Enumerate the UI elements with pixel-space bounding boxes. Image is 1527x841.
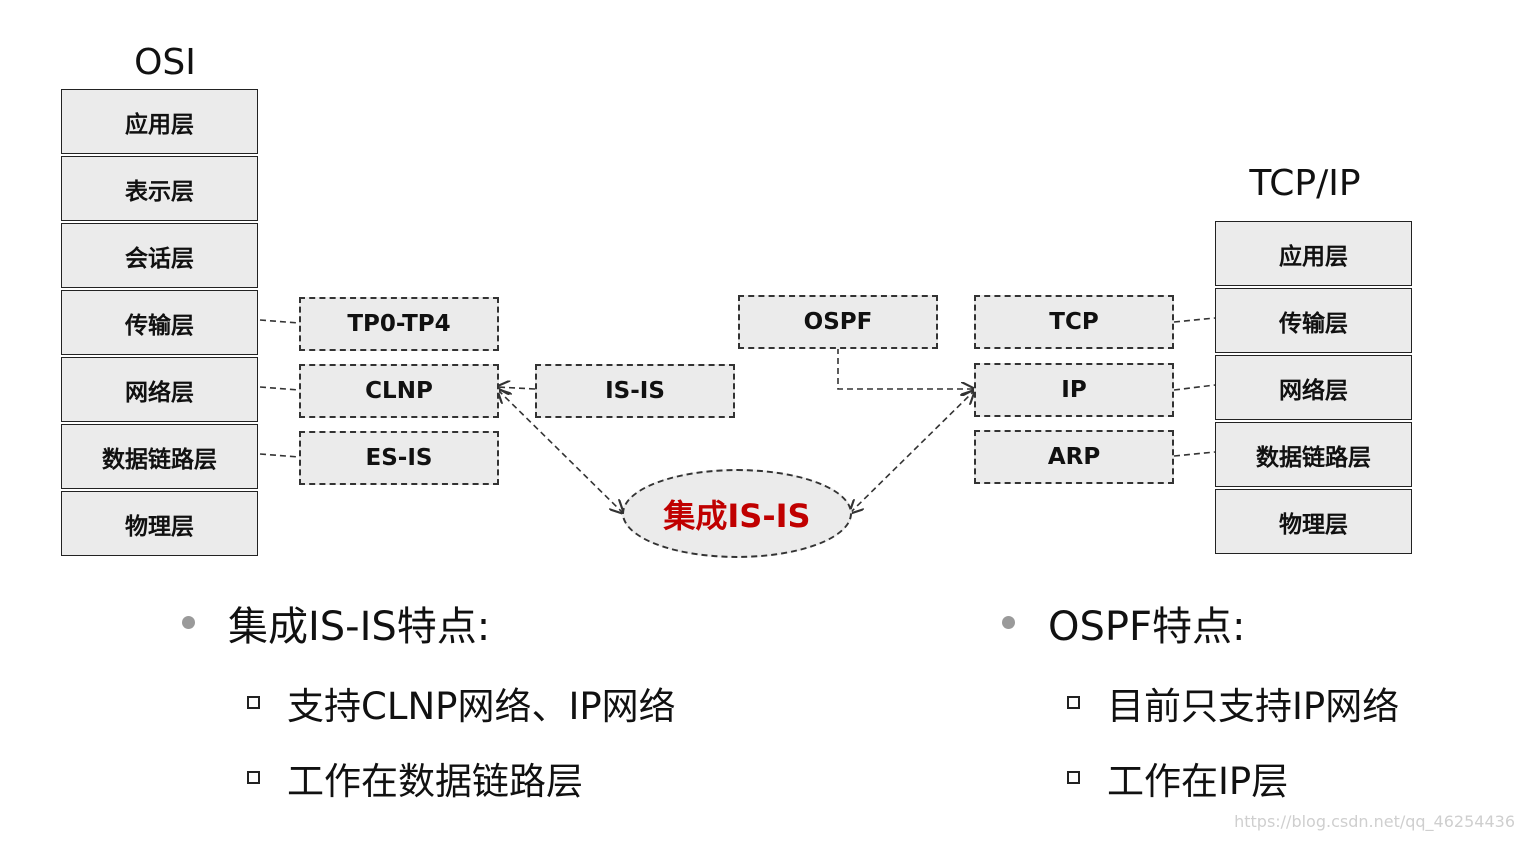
isis-feature-item: 工作在数据链路层 [287,760,583,803]
tcpip-datalink-link [1173,451,1216,457]
osi-stack: 应用层 表示层 会话层 传输层 网络层 数据链路层 物理层 [61,89,260,559]
osi-title: OSI [134,42,196,83]
integrated-is-is: 集成IS-IS [622,469,852,558]
ospf-ip-link [837,348,974,389]
isis-feature-item: 支持CLNP网络、IP网络 [287,685,676,728]
osi-network-link [259,386,300,391]
protocol-tcp: TCP [974,295,1174,349]
protocol-is-is: IS-IS [535,364,735,418]
protocol-es-is: ES-IS [299,431,499,485]
tcpip-title: TCP/IP [1249,163,1361,204]
osi-layer-transport: 传输层 [61,290,258,355]
ospf-feature-item: 工作在IP层 [1107,760,1289,803]
isis-features-heading: 集成IS-IS特点: [228,604,491,650]
isis-heading-bullet [182,616,195,629]
tcpip-layer-transport: 传输层 [1215,288,1412,353]
tcpip-layer-physical: 物理层 [1215,489,1412,554]
tcpip-network-link [1173,384,1216,391]
protocol-ip: IP [974,363,1174,417]
osi-layer-network: 网络层 [61,357,258,422]
ospf-item-bullet [1067,771,1080,784]
watermark: https://blog.csdn.net/qq_46254436 [1234,812,1515,831]
isis-item-bullet [247,696,260,709]
osi-layer-physical: 物理层 [61,491,258,556]
protocol-arp: ARP [974,430,1174,484]
protocol-clnp: CLNP [299,364,499,418]
ospf-heading-bullet [1002,616,1015,629]
tcpip-stack: 应用层 传输层 网络层 数据链路层 物理层 [1215,221,1414,557]
tcpip-layer-datalink: 数据链路层 [1215,422,1412,487]
osi-layer-application: 应用层 [61,89,258,154]
osi-layer-session: 会话层 [61,223,258,288]
protocol-tp0-tp4: TP0-TP4 [299,297,499,351]
protocol-ospf: OSPF [738,295,938,349]
osi-layer-presentation: 表示层 [61,156,258,221]
tcpip-layer-application: 应用层 [1215,221,1412,286]
osi-datalink-link [259,453,300,458]
osi-transport-link [259,319,300,324]
isis-clnp-link [497,387,536,389]
osi-layer-datalink: 数据链路层 [61,424,258,489]
ospf-item-bullet [1067,696,1080,709]
integrated-ip-arrow [850,391,974,513]
isis-item-bullet [247,771,260,784]
ospf-features-heading: OSPF特点: [1048,604,1246,650]
tcpip-transport-link [1173,317,1216,323]
tcpip-layer-network: 网络层 [1215,355,1412,420]
ospf-feature-item: 目前只支持IP网络 [1107,685,1400,728]
